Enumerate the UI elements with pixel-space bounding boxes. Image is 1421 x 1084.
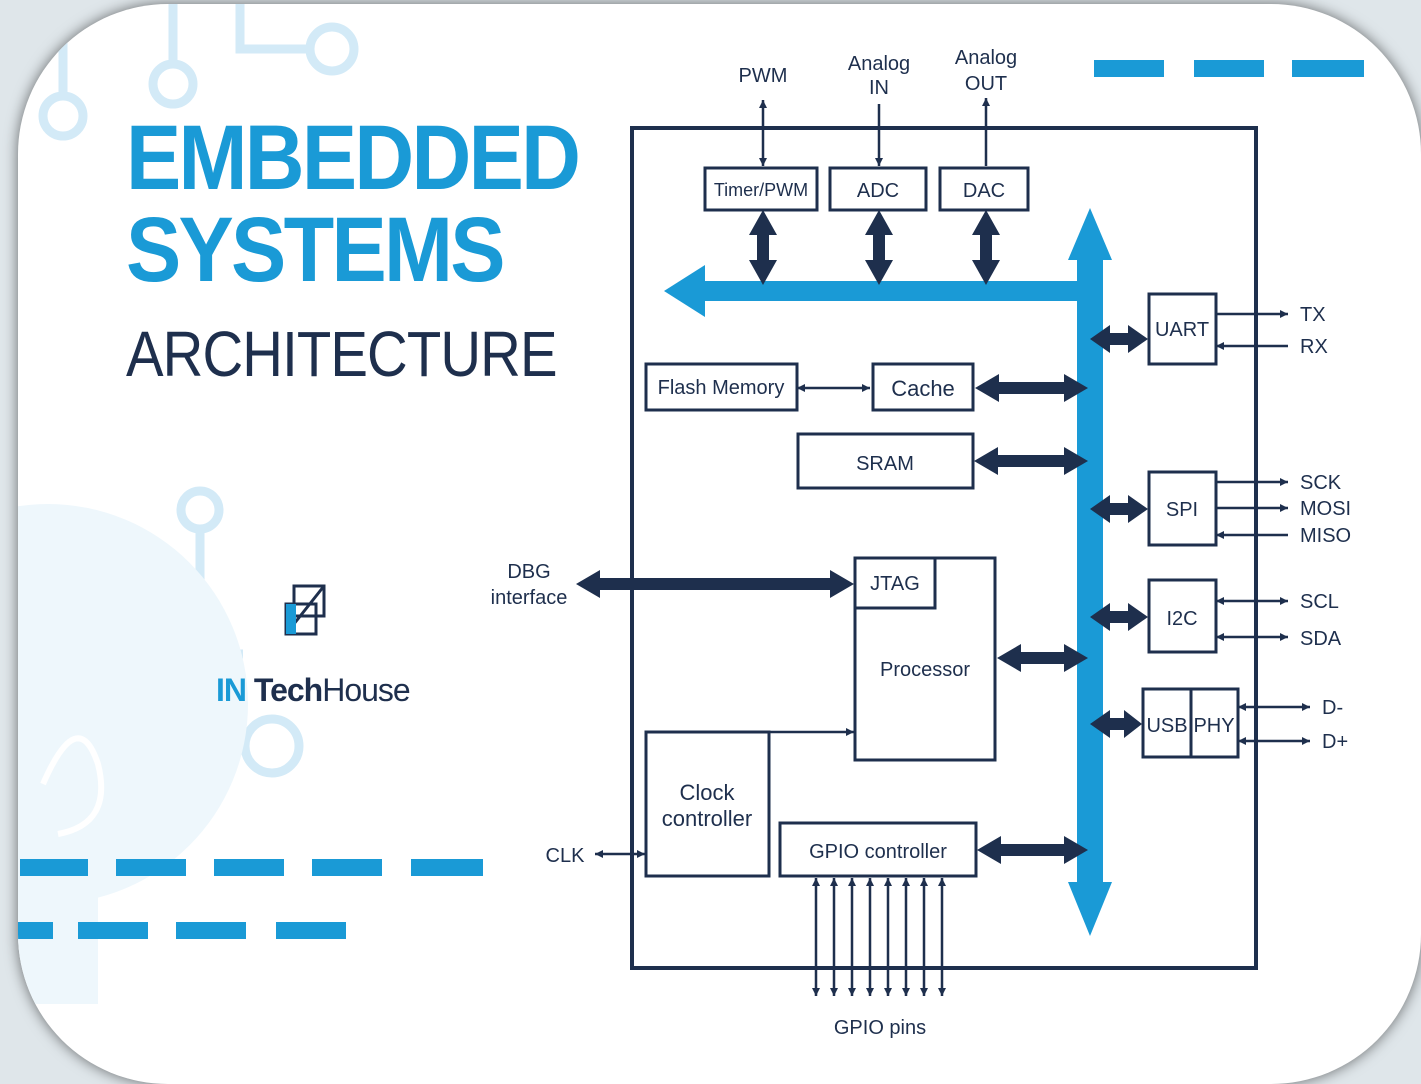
title-architecture: ARCHITECTURE: [126, 318, 558, 390]
analog-in-label-line1: Analog: [848, 53, 910, 75]
brand-name: IN TechHouse: [216, 672, 411, 709]
uart-label: UART: [1155, 319, 1209, 341]
phy-block: [1189, 687, 1240, 759]
d-plus-label: D+: [1322, 731, 1348, 753]
tx-label: TX: [1300, 304, 1326, 326]
usb-block: [1141, 687, 1193, 759]
circuit-decoration: [18, 4, 1364, 1004]
sck-label: SCK: [1300, 472, 1342, 494]
analog-out-label-line2: OUT: [965, 73, 1007, 95]
spi-label: SPI: [1166, 499, 1198, 521]
usb-label: USB: [1146, 715, 1187, 737]
in-tech-house-logo-icon: [284, 584, 326, 636]
signal-lines: [595, 98, 1310, 996]
miso-label: MISO: [1300, 525, 1351, 547]
flash-memory-label: Flash Memory: [658, 377, 785, 399]
flash-memory-block: [644, 362, 799, 412]
pwm-label: PWM: [739, 65, 788, 87]
system-bus: [664, 208, 1112, 936]
brand-tech: Tech: [253, 672, 323, 708]
d-minus-label: D-: [1322, 697, 1343, 719]
sram-block: [796, 432, 975, 490]
timer-pwm-label: Timer/PWM: [714, 180, 808, 200]
i2c-label: I2C: [1166, 608, 1197, 630]
mosi-label: MOSI: [1300, 498, 1351, 520]
cache-label: Cache: [891, 376, 955, 401]
title-embedded: EMBEDDED: [126, 107, 581, 209]
clock-label-line1: Clock: [679, 780, 735, 805]
processor-label: Processor: [880, 659, 970, 681]
gpio-controller-label: GPIO controller: [809, 841, 947, 863]
brand-house: House: [322, 672, 410, 708]
scl-label: SCL: [1300, 591, 1339, 613]
clk-label: CLK: [546, 845, 586, 867]
timer-pwm-block: [703, 166, 819, 212]
rx-label: RX: [1300, 336, 1328, 358]
clock-controller-block: [644, 730, 771, 878]
analog-out-label-line1: Analog: [955, 47, 1017, 69]
adc-block: [828, 166, 928, 212]
jtag-label: JTAG: [870, 573, 920, 595]
dac-label: DAC: [963, 180, 1005, 202]
analog-in-label-line2: IN: [869, 77, 889, 99]
title-systems: SYSTEMS: [126, 199, 505, 301]
uart-block: [1147, 292, 1218, 366]
sram-label: SRAM: [856, 453, 914, 475]
dbg-label-line1: DBG: [507, 561, 550, 583]
jtag-block: [853, 556, 937, 610]
dbg-label-line2: interface: [491, 587, 568, 609]
spi-block: [1147, 470, 1218, 547]
adc-label: ADC: [857, 180, 899, 202]
gpio-pins-label: GPIO pins: [834, 1017, 926, 1039]
brand-in: IN: [216, 672, 247, 708]
gpio-controller-block: [778, 821, 978, 878]
clock-label-line2: controller: [662, 806, 752, 831]
dac-block: [938, 166, 1030, 212]
i2c-block: [1147, 578, 1218, 654]
cache-block: [871, 362, 975, 412]
bus-connectors: [576, 210, 1148, 864]
phy-label: PHY: [1193, 715, 1234, 737]
sda-label: SDA: [1300, 628, 1342, 650]
